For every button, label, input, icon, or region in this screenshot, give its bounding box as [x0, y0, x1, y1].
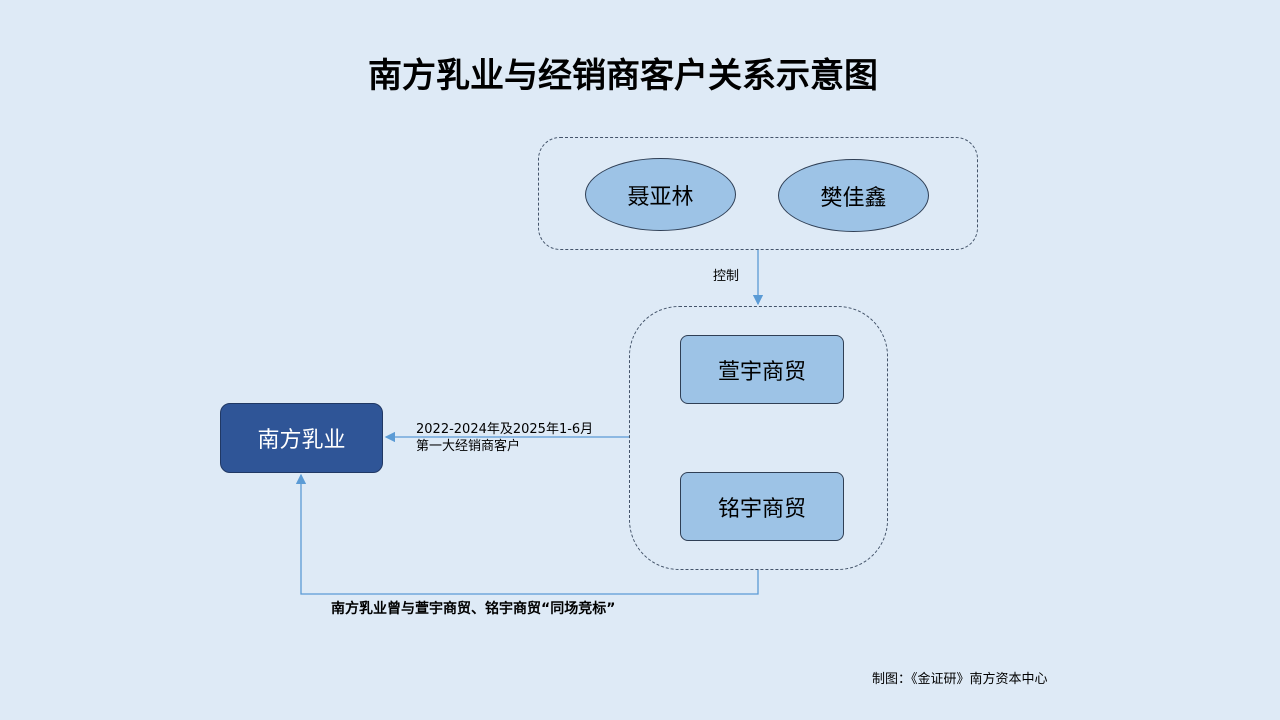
control-label: 控制: [713, 269, 740, 284]
controller-node: 樊佳鑫: [778, 159, 929, 232]
page-title: 南方乳业与经销商客户关系示意图: [368, 56, 878, 96]
controller-node: 聂亚林: [585, 158, 736, 231]
credit-text: 制图：《金证研》南方资本中心: [872, 672, 1048, 687]
company-node: 萱宇商贸: [680, 335, 844, 404]
bidding-arrow: [295, 473, 759, 595]
relation-label-line2: 第一大经销商客户: [416, 439, 521, 454]
company-node: 铭宇商贸: [680, 472, 844, 541]
relation-label-line1: 2022-2024年及2025年1-6月: [416, 422, 594, 437]
companies-group: [629, 306, 888, 570]
controllers-group: [538, 137, 978, 250]
bidding-label: 南方乳业曾与萱宇商贸、铭宇商贸“同场竞标”: [331, 601, 616, 617]
main-company-node: 南方乳业: [220, 403, 383, 473]
